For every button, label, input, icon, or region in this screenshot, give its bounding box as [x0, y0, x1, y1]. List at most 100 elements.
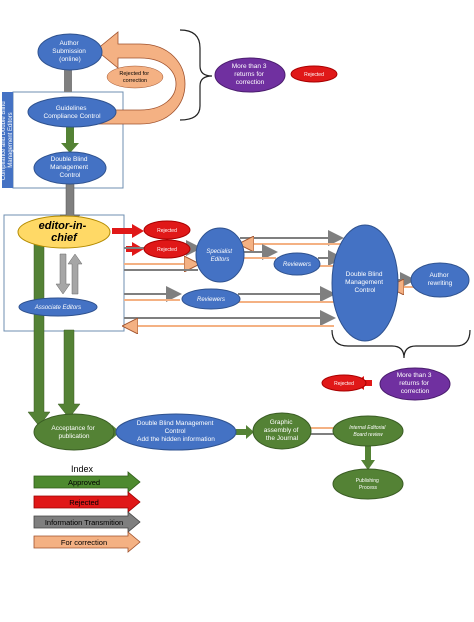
double-blind-top-line1: Double Blind — [51, 156, 88, 163]
author-submission-line3: (online) — [59, 56, 81, 63]
more-than-3-top-line1: More than 3 — [232, 63, 267, 70]
rejected-bottom-node — [321, 374, 367, 392]
legend-correction-label: For correction — [61, 538, 107, 547]
editor-in-chief-line2: chief — [51, 232, 78, 244]
reviewers-1-label: Reviewers — [283, 262, 311, 268]
rejected-bottom-label: Rejected — [334, 381, 354, 387]
author-submission-line2: Submission — [52, 48, 86, 55]
double-blind-bottom-line3: Add the hidden information — [137, 436, 215, 443]
editor-in-chief-line1: editor-in- — [39, 220, 87, 232]
graphic-assembly-line3: the Journal — [266, 435, 299, 442]
green-arrow-right — [57, 329, 81, 419]
double-blind-bottom-line2: Control — [165, 428, 187, 435]
legend-rejected-arrow — [33, 491, 141, 513]
internal-board-line2: Board review — [353, 432, 383, 438]
double-blind-right-line1: Double Blind — [346, 271, 383, 278]
rejected-top-node — [290, 65, 338, 83]
compliance-side-label: Compliance and Double Blind Management E… — [1, 100, 14, 181]
double-blind-right-line2: Management — [345, 279, 383, 286]
rejected-for-correction-line1: Rejected for — [119, 71, 149, 77]
more-than-3-bottom-node — [379, 367, 451, 401]
internal-board-line1: Internal Editorial — [349, 425, 386, 431]
specialist-editors-line2: Editors — [211, 257, 230, 263]
more-than-3-top-line3: correction — [236, 79, 265, 86]
svg-text:Double Blind Management Co: Double Blind Management Control Add the … — [137, 420, 215, 443]
graphic-assembly-line1: Graphic — [270, 419, 294, 426]
svg-text:Double Blind Management: Double Blind Management Control — [50, 156, 90, 179]
reviewers-1-node — [273, 252, 321, 276]
double-blind-top-node — [33, 151, 107, 185]
graphic-assembly-node — [252, 412, 312, 450]
specialist-editors-line1: Specialist — [206, 249, 232, 255]
svg-text:Specialist Editors: Specialist Editors — [206, 249, 233, 263]
svg-text:Double Blind Management: Double Blind Management Control — [345, 271, 385, 294]
connector-lines — [124, 230, 416, 435]
svg-text:More than 3 returns for: More than 3 returns for correction — [397, 372, 434, 395]
gray-up-arrow — [67, 253, 83, 295]
rejected-for-correction-node — [106, 65, 164, 89]
svg-text:Publishing Process: Publishing Process — [356, 478, 380, 491]
author-rewriting-line1: Author — [430, 272, 450, 279]
reviewers-2-node — [181, 288, 241, 310]
top-brace — [179, 29, 213, 121]
svg-text:Acceptance for publication: Acceptance for publication — [51, 425, 96, 440]
double-blind-top-line2: Management — [50, 164, 88, 171]
associate-editors-node — [18, 297, 98, 317]
gray-arrow-1 — [64, 68, 72, 92]
rejected-1-node — [143, 220, 191, 240]
acceptance-line1: Acceptance for — [51, 425, 95, 432]
rejected-for-correction-line2: correction — [123, 78, 147, 84]
svg-text:More than 3 returns for: More than 3 returns for correction — [232, 63, 269, 86]
more-than-3-bottom-line1: More than 3 — [397, 372, 432, 379]
double-blind-top-line3: Control — [60, 172, 82, 179]
rejected-top-label: Rejected — [304, 72, 324, 78]
svg-text:Rejected for correction: Rejected for correction — [119, 71, 150, 84]
publishing-line2: Process — [359, 485, 378, 491]
editor-in-chief-node — [17, 215, 111, 249]
green-arrow-board-to-publish — [361, 444, 375, 470]
author-rewriting-line2: rewriting — [428, 280, 453, 287]
double-blind-right-line3: Control — [355, 287, 377, 294]
svg-text:editor-in- chief: editor-in- chief — [39, 220, 90, 244]
bottom-brace — [331, 329, 471, 359]
svg-text:Graphic assembly of th: Graphic assembly of the Journal — [264, 419, 301, 442]
green-arrow-left — [27, 243, 51, 427]
red-arrow-1 — [112, 224, 144, 238]
compliance-label-bar — [2, 92, 13, 188]
rejected-2-label: Rejected — [157, 247, 177, 253]
more-than-3-bottom-line3: correction — [401, 388, 430, 395]
author-rewriting-node — [410, 262, 470, 298]
legend-info-label: Information Transmition — [45, 518, 123, 527]
graphic-assembly-line2: assembly of — [264, 427, 299, 434]
green-arrow-top — [61, 125, 79, 153]
publishing-node — [332, 468, 404, 500]
svg-text:Author rewriting: Author rewriting — [428, 272, 453, 287]
author-submission-line1: Author — [60, 40, 80, 47]
svg-text:Internal Editorial Board r: Internal Editorial Board review — [349, 425, 387, 438]
legend-rejected-label: Rejected — [69, 498, 99, 507]
guidelines-node — [27, 96, 117, 128]
rejected-2-node — [143, 239, 191, 259]
guidelines-line2: Compliance Control — [43, 113, 101, 120]
reviewers-2-label: Reviewers — [197, 297, 225, 303]
publishing-line1: Publishing — [356, 478, 379, 484]
more-than-3-bottom-line2: returns for — [399, 380, 429, 387]
specialist-editors-node — [195, 227, 245, 283]
index-title: Index — [71, 464, 94, 474]
double-blind-right-node — [331, 224, 399, 342]
acceptance-node — [33, 413, 115, 451]
gray-down-arrow — [55, 253, 71, 295]
author-submission-node — [37, 33, 103, 71]
green-arrow-dbm-to-graphic — [236, 425, 254, 439]
more-than-3-top-line2: returns for — [234, 71, 264, 78]
svg-text:Author Submission (onl: Author Submission (online) — [52, 40, 87, 63]
guidelines-line1: Guidelines — [56, 105, 87, 112]
legend-info-arrow — [33, 511, 141, 533]
associate-editors-label: Associate Editors — [34, 305, 81, 311]
legend-correction-arrow — [33, 531, 141, 553]
correction-loop-arrow — [77, 31, 186, 125]
more-than-3-top-node — [214, 57, 286, 93]
internal-board-node — [332, 415, 404, 447]
